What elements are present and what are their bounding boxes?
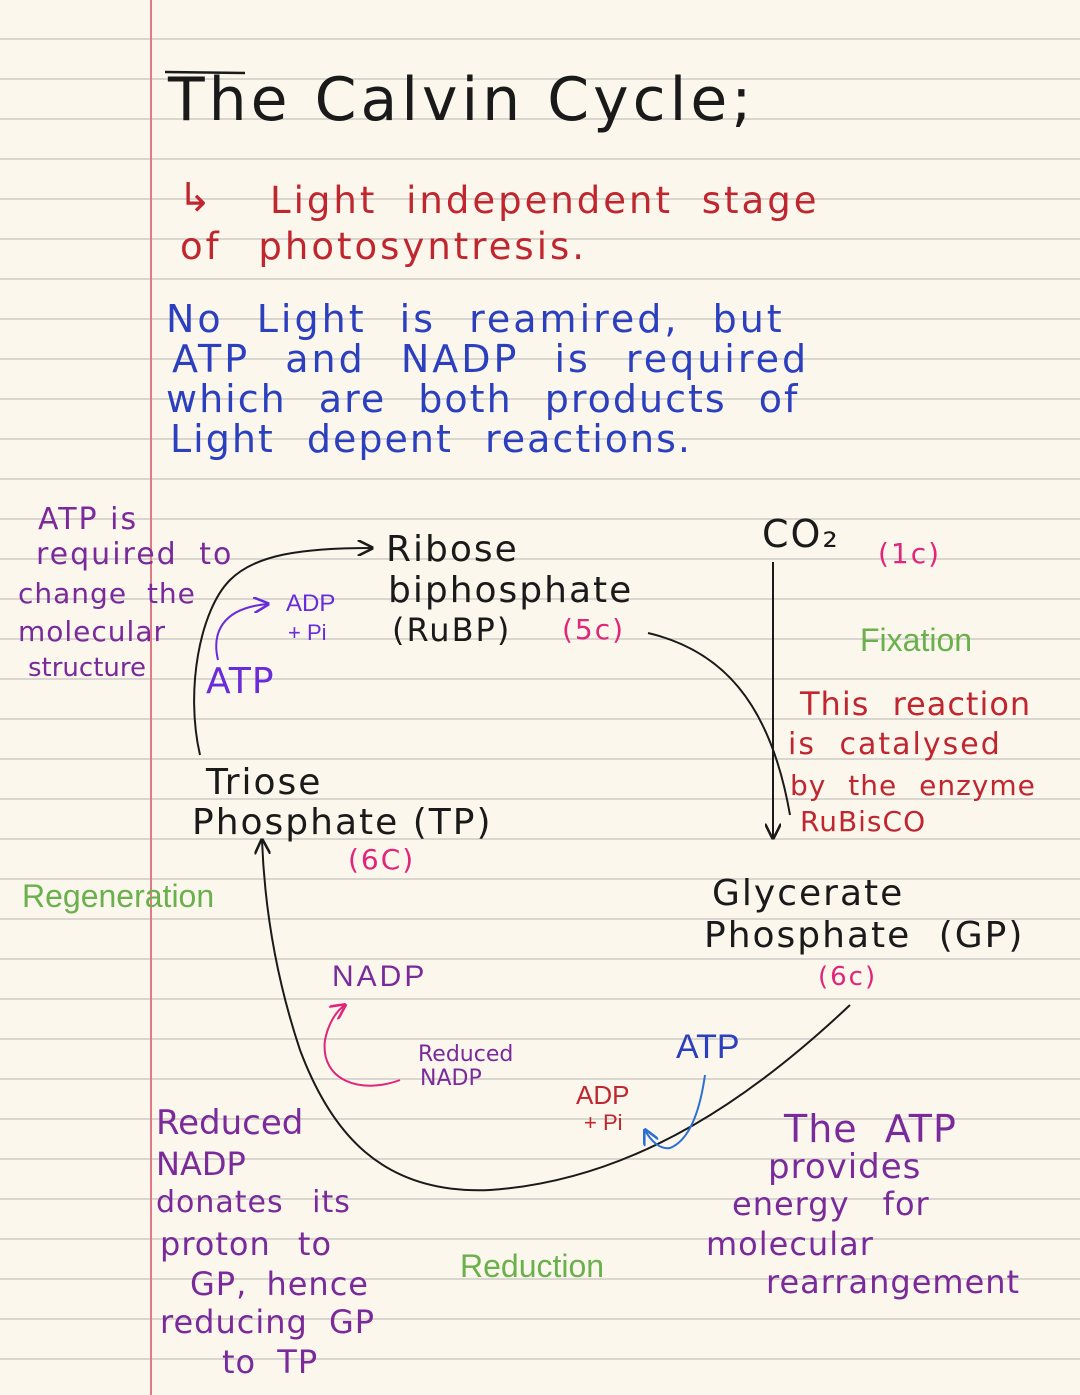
note-line: molecular — [18, 615, 167, 648]
reduction-atp-label: ATP — [676, 1028, 740, 1066]
rubp-line-3: (RuBP) — [392, 611, 512, 649]
co2-carbons: (1c) — [878, 537, 942, 570]
reduction-atp-arrow — [645, 1074, 706, 1150]
note-line: reducing GP — [160, 1303, 376, 1341]
regen-atp-arrow — [215, 604, 268, 661]
note-line: The ATP — [784, 1107, 957, 1151]
note-line: rearrangement — [766, 1263, 1021, 1301]
intro-line-1: No Light is reamired, but — [166, 297, 785, 341]
tp-line-1: Triose — [206, 762, 323, 803]
gp-line-2: Phosphate (GP) — [704, 915, 1025, 956]
tp-line-2: Phosphate (TP) — [192, 802, 493, 843]
reduction-pi-label: + Pi — [584, 1110, 623, 1135]
stage-fixation: Fixation — [860, 622, 973, 658]
rubp-line-1: Ribose — [386, 529, 519, 570]
page-title: The Calvin Cycle; — [168, 65, 756, 135]
rubp-to-gp-arrow — [647, 632, 791, 816]
regen-atp-label: ATP — [206, 661, 275, 702]
rubp-line-2: biphosphate — [388, 570, 634, 611]
note-line: donates its — [156, 1185, 351, 1220]
reduction-reduced-nadp-line-2: NADP — [420, 1066, 482, 1091]
rubp-carbons: (5c) — [562, 613, 626, 646]
note-line: by the enzyme — [790, 769, 1036, 802]
subtitle-line-1: Light independent stage — [270, 179, 820, 222]
note-line: GP, hence — [190, 1265, 369, 1303]
nadp-arrow — [323, 1005, 401, 1087]
note-line: is catalysed — [788, 727, 1002, 762]
note-line: structure — [28, 653, 146, 683]
note-line: ATP is — [38, 502, 139, 537]
note-line: proton to — [160, 1225, 333, 1263]
note-line: molecular — [706, 1225, 874, 1263]
note-line: required to — [36, 537, 234, 572]
notebook-margin-line — [150, 0, 152, 1395]
intro-line-2: ATP and NADP is required — [172, 337, 810, 381]
intro-line-4: Light depent reactions. — [170, 417, 692, 461]
note-line: provides — [768, 1147, 922, 1187]
reduction-nadp-label: NADP — [332, 960, 428, 993]
tp-to-rubp-arrow — [193, 548, 372, 756]
stage-regeneration: Regeneration — [22, 878, 215, 914]
stage-reduction: Reduction — [460, 1248, 605, 1284]
co2-label: CO₂ — [762, 512, 840, 556]
subtitle-line-2: of photosyntresis. — [180, 225, 588, 268]
note-line: energy for — [732, 1185, 930, 1223]
note-line: to TP — [222, 1343, 319, 1381]
regen-pi-label: + Pi — [288, 620, 327, 645]
reduction-reduced-nadp-line-1: Reduced — [418, 1042, 514, 1067]
note-line: Reduced — [156, 1103, 304, 1143]
note-line: RuBisCO — [800, 805, 927, 838]
note-line: NADP — [156, 1145, 246, 1183]
subtitle-arrow: ↳ — [178, 175, 214, 221]
gp-to-tp-arrow — [262, 840, 851, 1192]
note-line: change the — [18, 577, 196, 610]
intro-line-3: which are both products of — [166, 377, 800, 421]
gp-carbons: (6c) — [818, 962, 878, 992]
tp-carbons: (6C) — [348, 843, 416, 876]
reduction-adp-label: ADP — [576, 1080, 630, 1110]
title-underline — [164, 70, 246, 75]
note-line: This reaction — [800, 685, 1032, 723]
gp-line-1: Glycerate — [712, 873, 905, 914]
regen-adp-label: ADP — [286, 590, 336, 617]
